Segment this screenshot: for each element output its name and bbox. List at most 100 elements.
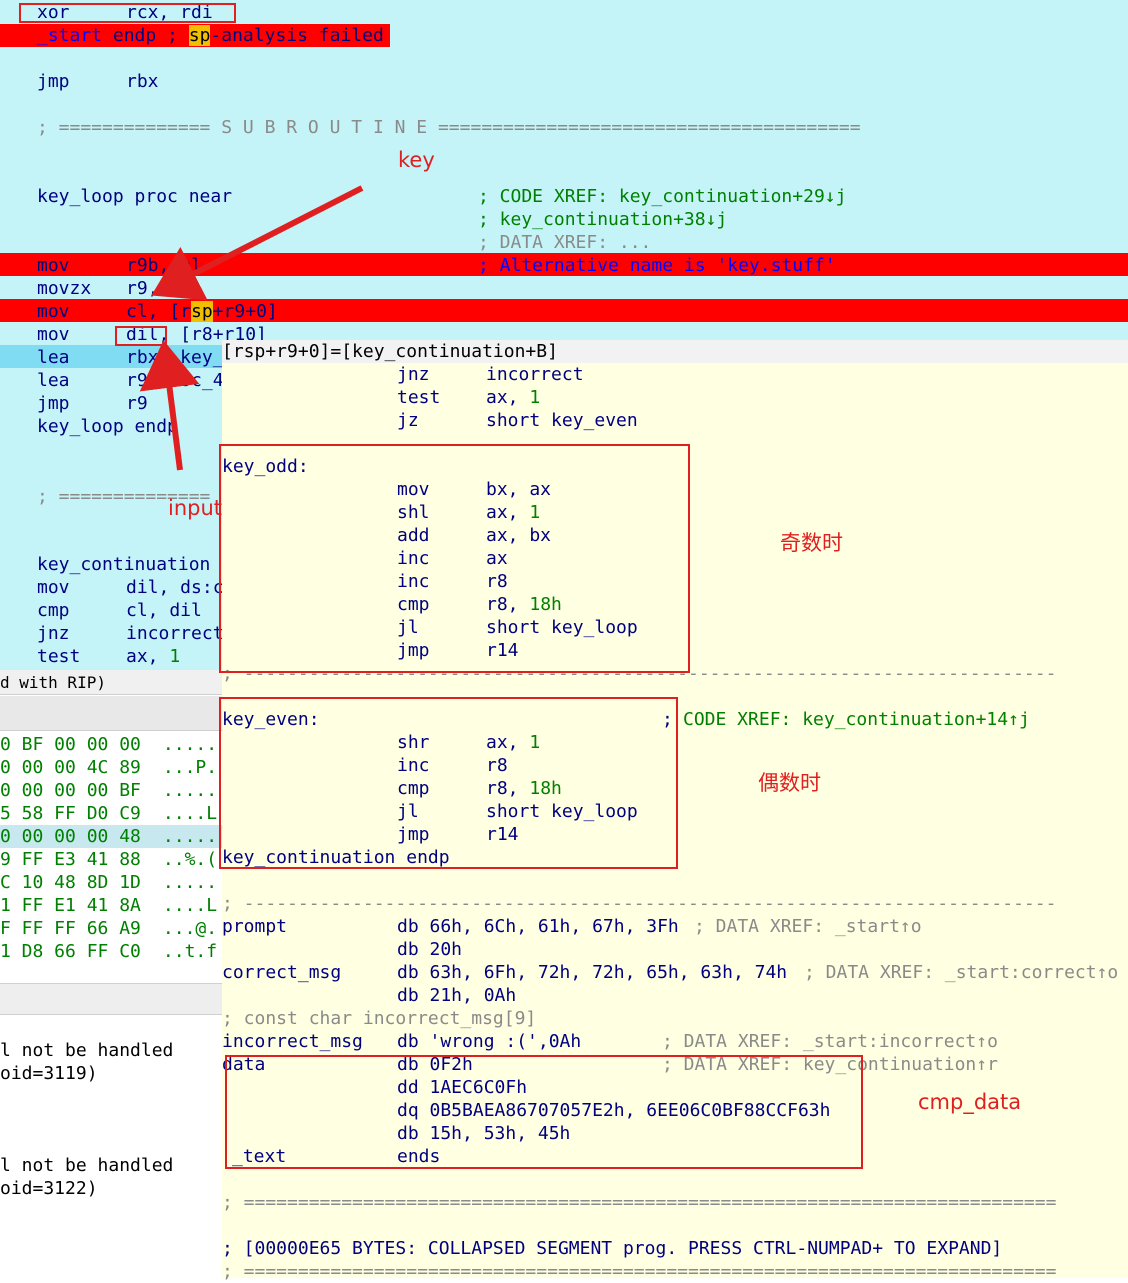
asm-line-xor[interactable]: xor bbox=[37, 2, 70, 23]
separator-2: ; ============== bbox=[37, 486, 211, 507]
correct-msg-directive: db 63h, 6Fh, 72h, 72h, 65h, 63h, 74h bbox=[397, 962, 788, 983]
hex-ascii: ...@. bbox=[162, 918, 218, 939]
hex-row[interactable]: 0 00 00 4C 89...P. bbox=[0, 756, 222, 779]
asm-line-start-endp[interactable]: _start endp ; sp-analysis failed bbox=[37, 25, 384, 46]
hex-ascii: ..... bbox=[162, 780, 218, 801]
popup-jz[interactable]: jz bbox=[397, 410, 419, 431]
asm-line-mov-r9b[interactable]: mov bbox=[37, 255, 70, 276]
key-loop-proc-label[interactable]: key_loop proc near bbox=[37, 186, 233, 207]
key-odd-instruction-operands: bx, ax bbox=[486, 479, 552, 500]
hex-bytes: 9 FF E3 41 88 bbox=[0, 849, 141, 870]
popup-jnz[interactable]: jnz bbox=[397, 364, 430, 385]
key-loop-endp[interactable]: key_loop endp bbox=[37, 416, 178, 437]
key-odd-instruction-mnemonic[interactable]: jl bbox=[397, 617, 419, 638]
incorrect-msg-xref[interactable]: ; DATA XREF: _start:incorrect↑o bbox=[662, 1031, 998, 1052]
asm-ops-cmp: cl, dil bbox=[126, 600, 202, 621]
asm-ops-mov-r9b: r9b, al bbox=[126, 255, 202, 276]
hex-row[interactable]: 0 00 00 00 48..... bbox=[0, 825, 222, 848]
asm-line-jmp-r9[interactable]: jmp bbox=[37, 393, 70, 414]
asm-line-movzx[interactable]: movzx bbox=[37, 278, 92, 299]
code-xref-1[interactable]: ; CODE XREF: key_continuation+29↓j bbox=[478, 186, 847, 207]
key-even-xref-semicolon: ; bbox=[662, 709, 673, 730]
asm-ops-mov-cl: cl, [rsp+r9+0] bbox=[126, 301, 278, 322]
data-label[interactable]: data bbox=[222, 1054, 266, 1075]
hex-view-header bbox=[0, 670, 222, 695]
asm-ops-lea-r9: r9, loc_4 bbox=[126, 370, 224, 391]
hex-bytes: 0 00 00 00 48 bbox=[0, 826, 141, 847]
key-even-instruction-operands: short key_loop bbox=[486, 801, 638, 822]
data-xref[interactable]: ; DATA XREF: ... bbox=[478, 232, 652, 253]
prompt-label[interactable]: prompt bbox=[222, 916, 288, 937]
key-even-instruction-mnemonic[interactable]: inc bbox=[397, 755, 430, 776]
asm-line-jnz[interactable]: jnz bbox=[37, 623, 70, 644]
key-even-instruction-operands: r14 bbox=[486, 824, 519, 845]
popup-test[interactable]: test bbox=[397, 387, 441, 408]
output-window-tabbar[interactable] bbox=[0, 983, 222, 1015]
hex-bytes: 5 58 FF D0 C9 bbox=[0, 803, 141, 824]
output-line-2: oid=3119) bbox=[0, 1063, 98, 1084]
key-odd-instruction-mnemonic[interactable]: mov bbox=[397, 479, 430, 500]
key-odd-instruction-mnemonic[interactable]: shl bbox=[397, 502, 430, 523]
hex-row[interactable]: 9 FF E3 41 88..%.( bbox=[0, 848, 222, 871]
asm-line-test[interactable]: test bbox=[37, 646, 81, 667]
data-directive-3: dq 0B5BAEA86707057E2h, 6EE06C0BF88CCF63h bbox=[397, 1100, 831, 1121]
asm-line-mov-dil[interactable]: mov bbox=[37, 324, 70, 345]
annotation-box-key-even bbox=[219, 697, 678, 869]
key-odd-instruction-operands: r8 bbox=[486, 571, 508, 592]
hex-row[interactable]: F FF FF 66 A9...@. bbox=[0, 917, 222, 940]
popup-dash-separator-2: ; --------------------------------------… bbox=[222, 893, 1057, 914]
hex-bytes: 0 BF 00 00 00 bbox=[0, 734, 141, 755]
data-xref[interactable]: ; DATA XREF: key_continuation↑r bbox=[662, 1054, 998, 1075]
hex-row[interactable]: C 10 48 8D 1D..... bbox=[0, 871, 222, 894]
text-segment-label[interactable]: _text bbox=[232, 1146, 287, 1167]
data-directive-4: db 15h, 53h, 45h bbox=[397, 1123, 571, 1144]
asm-line-cmp[interactable]: cmp bbox=[37, 600, 70, 621]
key-even-instruction-operands: ax, 1 bbox=[486, 732, 541, 753]
key-continuation-label[interactable]: key_continuation bbox=[37, 554, 211, 575]
hex-row[interactable]: 5 58 FF D0 C9....L bbox=[0, 802, 222, 825]
key-even-instruction-mnemonic[interactable]: shr bbox=[397, 732, 430, 753]
hint-popup bbox=[222, 340, 1128, 1278]
hex-row[interactable]: 0 BF 00 00 00..... bbox=[0, 733, 222, 756]
incorrect-msg-label[interactable]: incorrect_msg bbox=[222, 1031, 363, 1052]
hex-bytes: 0 00 00 00 BF bbox=[0, 780, 141, 801]
hex-row[interactable]: 0 00 00 00 BF..... bbox=[0, 779, 222, 802]
asm-line-mov-dil-ds[interactable]: mov bbox=[37, 577, 70, 598]
hex-row[interactable]: 1 D8 66 FF C0..t.f bbox=[0, 940, 222, 963]
key-even-instruction-mnemonic[interactable]: cmp bbox=[397, 778, 430, 799]
asm-line-jmp-rbx[interactable]: jmp bbox=[37, 71, 70, 92]
key-odd-label[interactable]: key_odd: bbox=[222, 456, 309, 477]
popup-dash-separator: ; --------------------------------------… bbox=[222, 663, 1057, 684]
key-even-instruction-mnemonic[interactable]: jmp bbox=[397, 824, 430, 845]
key-odd-instruction-mnemonic[interactable]: inc bbox=[397, 571, 430, 592]
hex-row[interactable]: 1 FF E1 41 8A....L bbox=[0, 894, 222, 917]
key-odd-instruction-mnemonic[interactable]: inc bbox=[397, 548, 430, 569]
asm-ops-mov-dil-ds: dil, ds:c bbox=[126, 577, 224, 598]
asm-ops-jnz: incorrect bbox=[126, 623, 224, 644]
key-odd-instruction-mnemonic[interactable]: jmp bbox=[397, 640, 430, 661]
asm-line-mov-cl[interactable]: mov bbox=[37, 301, 70, 322]
key-even-code-xref[interactable]: CODE XREF: key_continuation+14↑j bbox=[683, 709, 1030, 730]
key-odd-instruction-operands: ax bbox=[486, 548, 508, 569]
popup-jnz-ops: incorrect bbox=[486, 364, 584, 385]
hex-ascii: ..... bbox=[162, 734, 218, 755]
prompt-xref[interactable]: ; DATA XREF: _start↑o bbox=[694, 916, 922, 937]
key-odd-instruction-operands: short key_loop bbox=[486, 617, 638, 638]
key-continuation-endp[interactable]: key_continuation endp bbox=[222, 847, 450, 868]
key-odd-instruction-mnemonic[interactable]: add bbox=[397, 525, 430, 546]
asm-line-lea-rbx[interactable]: lea bbox=[37, 347, 70, 368]
annotation-odd: 奇数时 bbox=[780, 531, 843, 555]
key-even-label[interactable]: key_even: bbox=[222, 709, 320, 730]
correct-msg-xref[interactable]: ; DATA XREF: _start:correct↑o bbox=[804, 962, 1119, 983]
hex-ascii: ....L bbox=[162, 895, 218, 916]
asm-line-lea-r9[interactable]: lea bbox=[37, 370, 70, 391]
correct-msg-label[interactable]: correct_msg bbox=[222, 962, 342, 983]
collapsed-segment[interactable]: ; [00000E65 BYTES: COLLAPSED SEGMENT pro… bbox=[222, 1238, 1003, 1259]
hex-current-row bbox=[0, 825, 222, 848]
hex-bytes: C 10 48 8D 1D bbox=[0, 872, 141, 893]
key-even-instruction-mnemonic[interactable]: jl bbox=[397, 801, 419, 822]
hex-view-tabbar[interactable] bbox=[0, 696, 222, 731]
code-xref-2[interactable]: ; key_continuation+38↓j bbox=[478, 209, 728, 230]
key-odd-instruction-mnemonic[interactable]: cmp bbox=[397, 594, 430, 615]
hex-ascii: ..... bbox=[162, 872, 218, 893]
